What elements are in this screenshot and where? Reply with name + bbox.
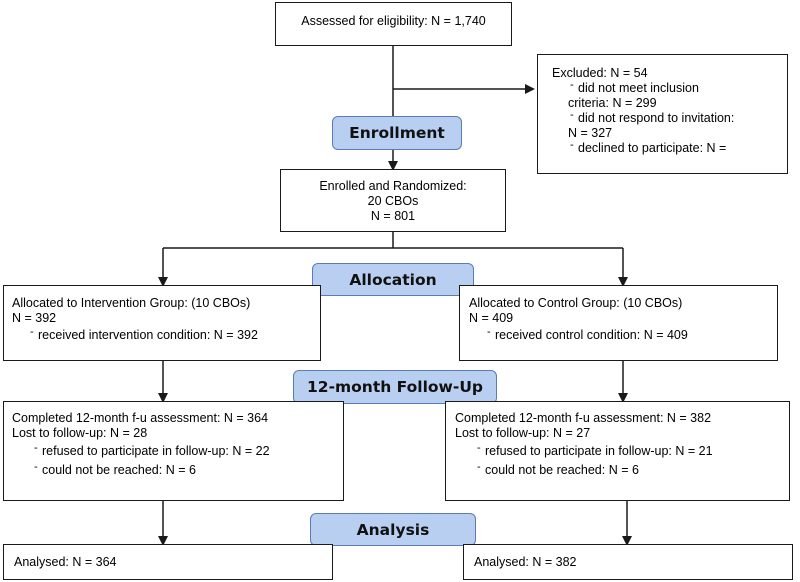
- intervention-allocation-title: Allocated to Intervention Group: (10 CBO…: [12, 296, 251, 310]
- enrolled-line: 20 CBOs: [367, 194, 419, 208]
- enrolled-box: Enrolled and Randomized: 20 CBOs N = 801: [280, 169, 506, 232]
- intervention-followup-item: refused to participate in follow-up: N =…: [12, 441, 343, 459]
- control-followup-completed: Completed 12-month f-u assessment: N = 3…: [455, 411, 712, 425]
- intervention-allocation-n: N = 392: [12, 311, 57, 325]
- stage-analysis: Analysis: [310, 513, 476, 546]
- intervention-followup-box: Completed 12-month f-u assessment: N = 3…: [3, 401, 344, 501]
- control-followup-lost: Lost to follow-up: N = 27: [455, 426, 591, 440]
- stage-followup-label: 12-month Follow-Up: [307, 378, 483, 396]
- excluded-box: Excluded: N = 54 did not meet inclusion …: [537, 54, 788, 174]
- assessed-box: Assessed for eligibility: N = 1,740: [275, 2, 512, 46]
- intervention-followup-item: could not be reached: N = 6: [12, 460, 343, 478]
- excluded-item: did not respond to invitation:: [552, 108, 787, 126]
- control-allocation-box: Allocated to Control Group: (10 CBOs) N …: [459, 285, 778, 361]
- intervention-followup-lost: Lost to follow-up: N = 28: [12, 426, 148, 440]
- enrolled-line: N = 801: [370, 209, 416, 223]
- intervention-allocation-box: Allocated to Intervention Group: (10 CBO…: [3, 285, 321, 361]
- stage-allocation-label: Allocation: [349, 270, 437, 289]
- assessed-text: Assessed for eligibility: N = 1,740: [301, 14, 486, 28]
- stage-enrollment-label: Enrollment: [349, 124, 445, 142]
- control-allocation-title: Allocated to Control Group: (10 CBOs): [469, 296, 683, 310]
- excluded-item: did not meet inclusion: [552, 78, 787, 96]
- control-allocation-item: received control condition: N = 409: [469, 325, 777, 343]
- excluded-item: criteria: N = 299: [568, 96, 657, 110]
- control-followup-item: could not be reached: N = 6: [455, 460, 789, 478]
- control-followup-item: refused to participate in follow-up: N =…: [455, 441, 789, 459]
- excluded-item: declined to participate: N =: [552, 138, 787, 156]
- control-analysis-box: Analysed: N = 382: [463, 544, 793, 580]
- control-followup-box: Completed 12-month f-u assessment: N = 3…: [445, 401, 790, 501]
- excluded-title: Excluded: N = 54: [552, 66, 648, 80]
- stage-analysis-label: Analysis: [356, 520, 430, 539]
- intervention-followup-completed: Completed 12-month f-u assessment: N = 3…: [12, 411, 269, 425]
- excluded-item: N = 327: [568, 126, 613, 140]
- enrolled-line: Enrolled and Randomized:: [319, 179, 467, 193]
- intervention-allocation-item: received intervention condition: N = 392: [12, 325, 320, 343]
- control-analysis-text: Analysed: N = 382: [474, 555, 577, 569]
- intervention-analysis-text: Analysed: N = 364: [14, 555, 117, 569]
- stage-allocation: Allocation: [312, 263, 474, 296]
- stage-enrollment: Enrollment: [332, 116, 462, 150]
- stage-followup: 12-month Follow-Up: [293, 370, 497, 404]
- intervention-analysis-box: Analysed: N = 364: [3, 544, 333, 580]
- control-allocation-n: N = 409: [469, 311, 514, 325]
